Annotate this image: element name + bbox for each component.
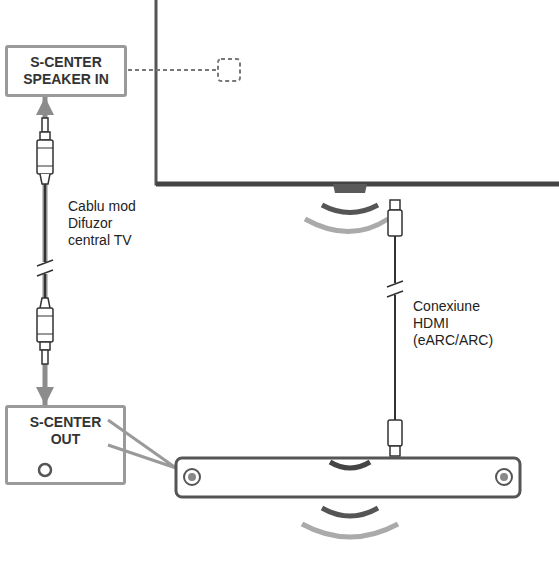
port-label: S-CENTER OUT xyxy=(18,414,113,448)
callout-pointer xyxy=(108,420,176,468)
port-label: S-CENTER SPEAKER IN xyxy=(19,54,114,88)
hdmi-plug xyxy=(388,200,402,236)
tv-body xyxy=(156,0,559,184)
cable xyxy=(44,184,46,264)
cable xyxy=(44,274,46,298)
leader-line xyxy=(128,69,216,71)
jack-icon xyxy=(39,464,51,476)
soundbar-speaker xyxy=(188,473,196,481)
input-port-box: S-CENTER SPEAKER IN xyxy=(5,45,127,97)
tv-input-port xyxy=(218,59,240,81)
cable xyxy=(394,295,396,420)
cable-label: Conexiune HDMI (eARC/ARC) xyxy=(413,298,503,349)
sound-wave xyxy=(322,508,378,516)
tv-speaker xyxy=(333,184,367,193)
soundbar xyxy=(176,458,520,497)
sound-wave xyxy=(302,524,398,537)
sound-wave xyxy=(330,462,370,468)
soundbar-speaker xyxy=(496,469,512,485)
cable-break xyxy=(37,260,53,276)
soundbar-speaker xyxy=(184,469,200,485)
soundbar-speaker xyxy=(500,473,508,481)
hdmi-plug xyxy=(388,420,402,456)
output-port-box: S-CENTER OUT xyxy=(5,405,126,485)
cable xyxy=(394,236,396,283)
jack-plug xyxy=(37,118,53,184)
cable-label: Cablu mod Difuzor central TV xyxy=(68,198,142,249)
sound-wave xyxy=(305,219,388,232)
sound-wave xyxy=(322,205,378,213)
jack-plug xyxy=(37,298,53,364)
cable-break xyxy=(387,281,403,297)
